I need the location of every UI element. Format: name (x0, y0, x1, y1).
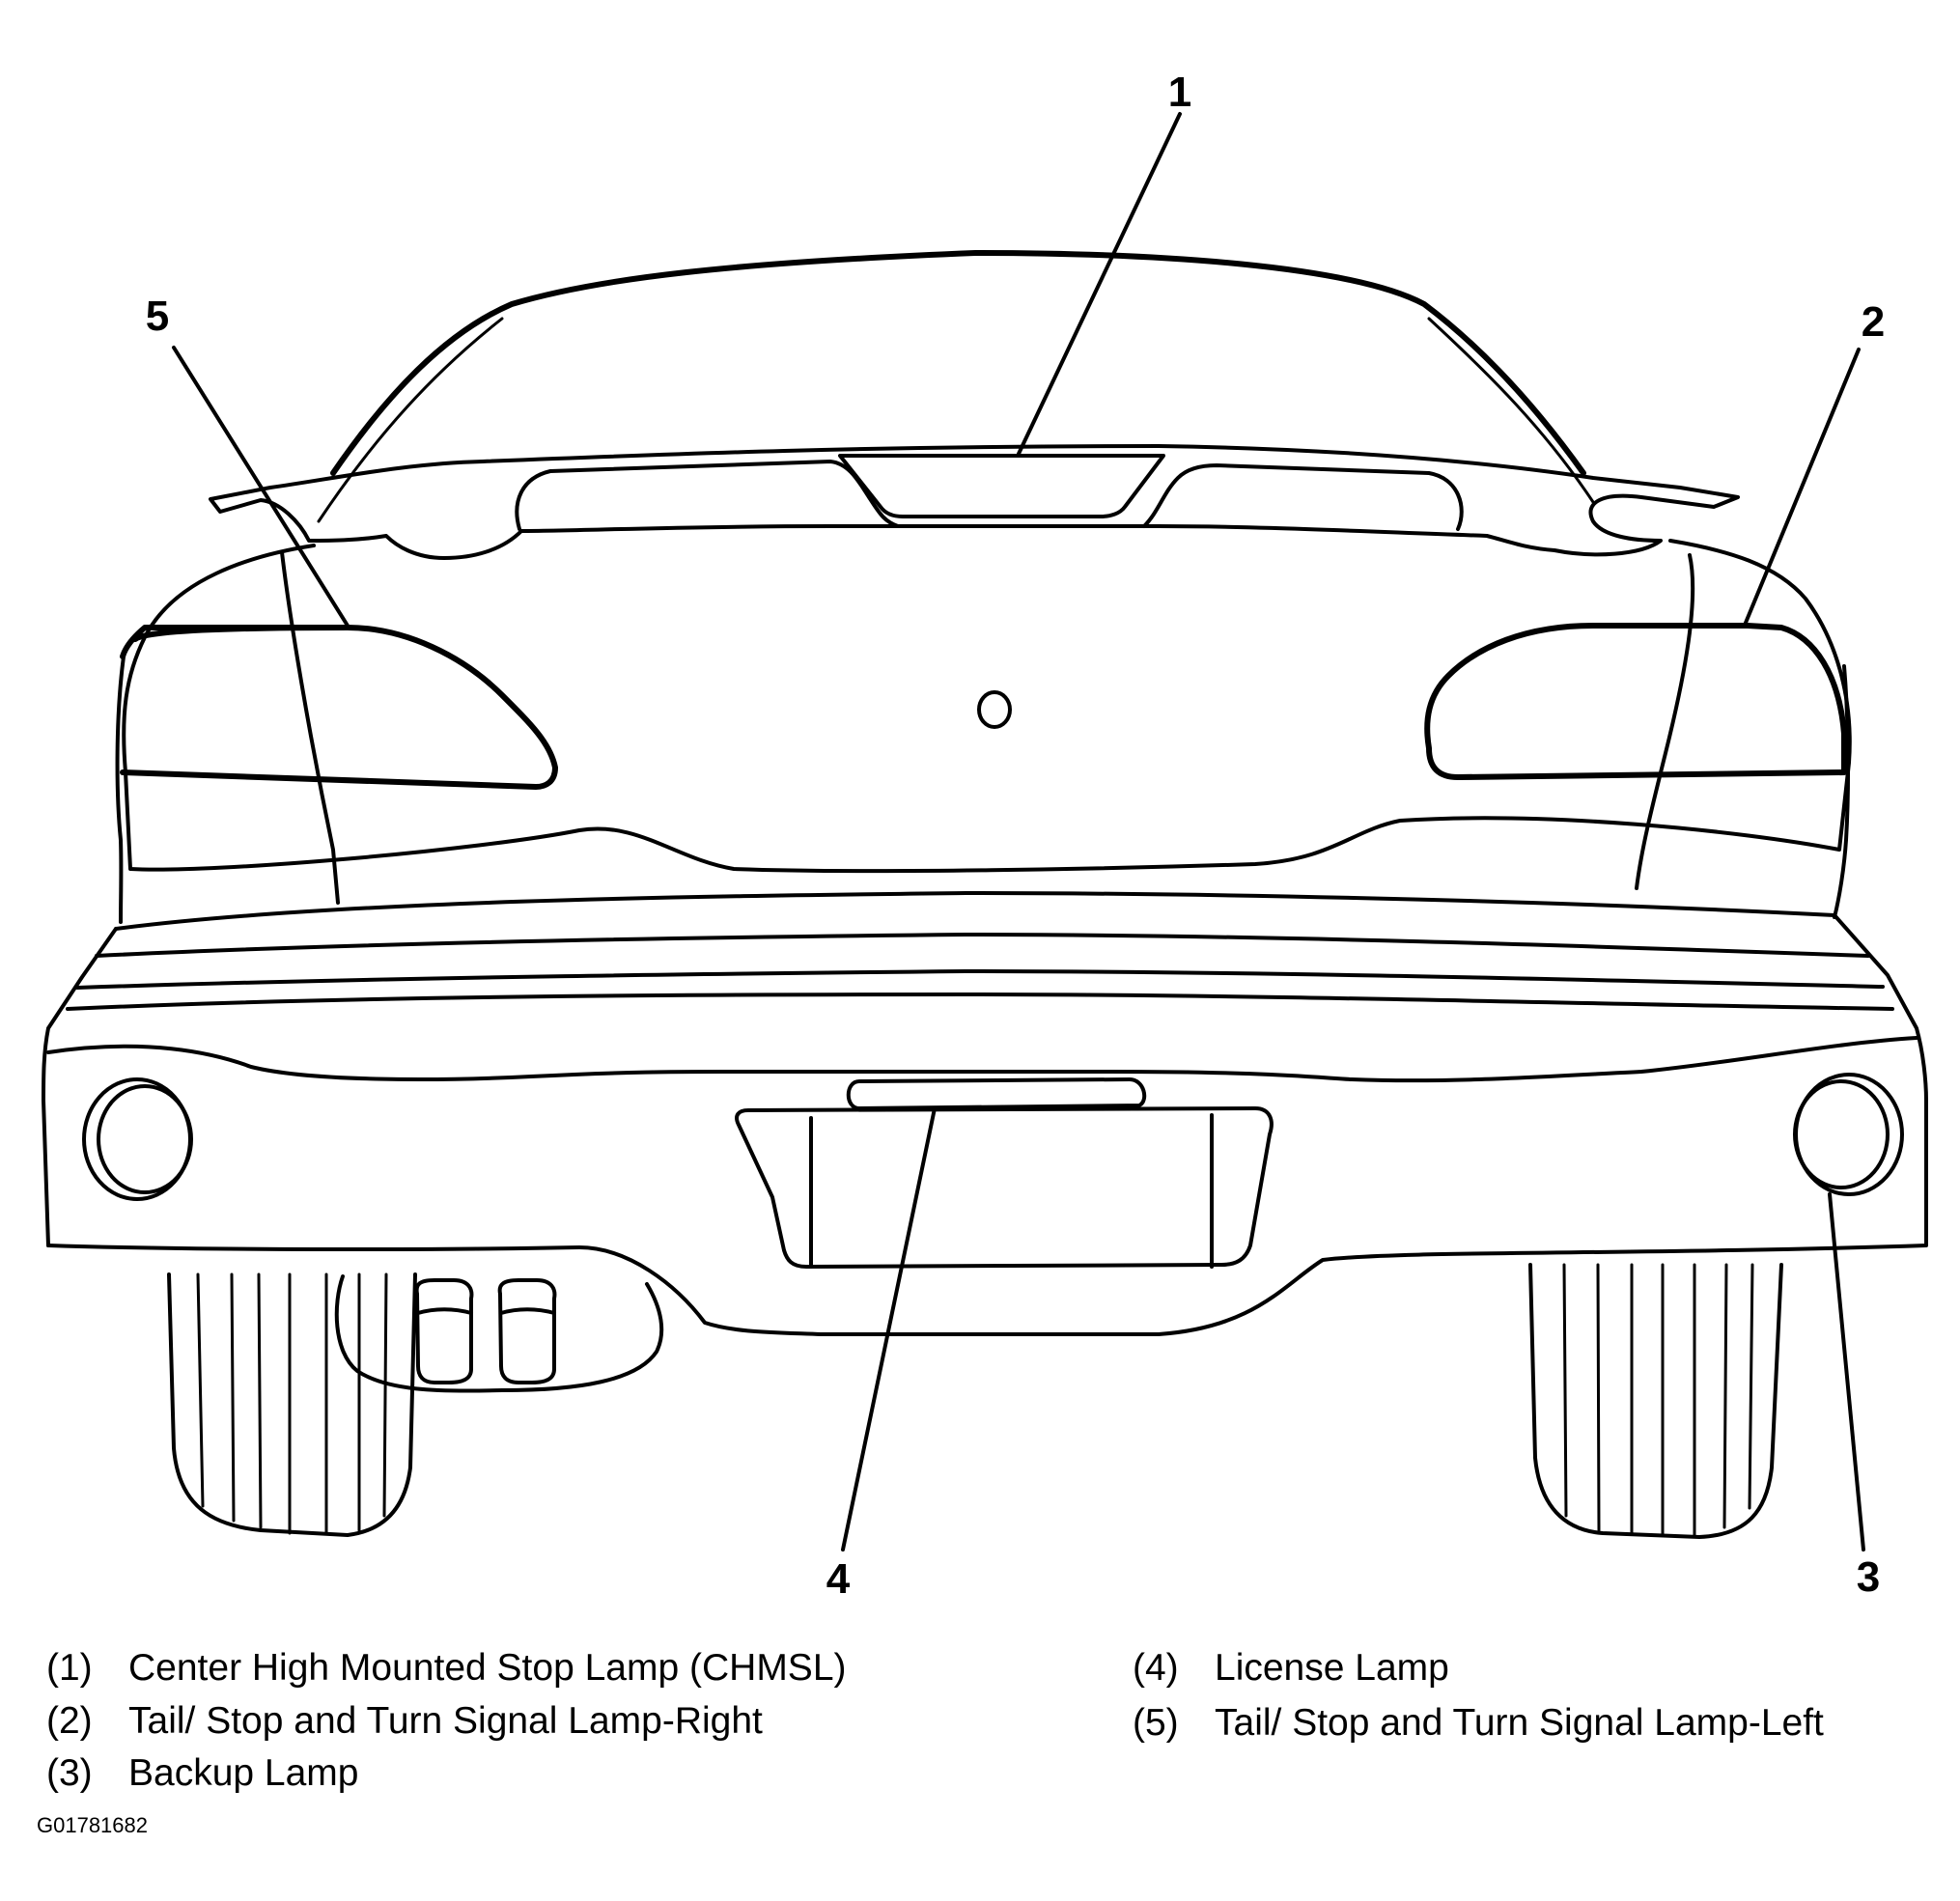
right-tail-lamp (1424, 623, 1847, 780)
bumper-left-edge (42, 927, 118, 1247)
exhaust-tip-left (414, 1278, 474, 1384)
figure-id: G01781682 (37, 1813, 148, 1837)
trunk-lid (122, 539, 1852, 874)
license-plate-recess (735, 1106, 1274, 1269)
legend-item-5: (5) Tail/ Stop and Turn Signal Lamp-Left (1133, 1704, 1824, 1742)
left-tire (167, 1272, 417, 1537)
legend-number: (1) (46, 1647, 93, 1689)
callout-5: 5 (146, 293, 169, 340)
callout-2: 2 (1862, 298, 1885, 346)
callout-1: 1 (1168, 69, 1191, 116)
left-tail-lamp (120, 625, 558, 790)
exhaust-heat-shield (334, 1274, 664, 1393)
legend-text: Center High Mounted Stop Lamp (CHMSL) (128, 1647, 847, 1689)
legend-number: (3) (46, 1752, 93, 1794)
legend-item-4: (4) License Lamp (1133, 1649, 1449, 1687)
bumper-stripe-3 (66, 992, 1894, 1011)
license-lamp (846, 1077, 1147, 1110)
trunk-lock (977, 690, 1012, 729)
legend-text: Tail/ Stop and Turn Signal Lamp-Left (1215, 1702, 1824, 1744)
leader-4 (841, 1106, 937, 1552)
roof-outline (330, 250, 1586, 476)
exhaust-tip-right (497, 1278, 557, 1384)
right-backup-lamp-inner (1793, 1079, 1890, 1189)
rear-window-inner (317, 317, 504, 523)
right-body-side (1833, 664, 1851, 919)
legend-number: (4) (1133, 1647, 1179, 1689)
legend-text: License Lamp (1215, 1647, 1449, 1689)
leader-5 (172, 346, 350, 628)
callout-4: 4 (826, 1555, 851, 1603)
bumper-contour (46, 1036, 1918, 1083)
legend-number: (2) (46, 1700, 93, 1742)
leader-2 (1744, 348, 1861, 625)
bumper-top (114, 891, 1928, 1103)
legend-item-3: (3) Backup Lamp (46, 1754, 358, 1792)
legend-number: (5) (1133, 1702, 1179, 1744)
right-tire (1528, 1263, 1783, 1539)
spoiler (209, 444, 1740, 560)
left-body-side (115, 655, 126, 924)
bumper-bottom (46, 1099, 1928, 1336)
legend-item-1: (1) Center High Mounted Stop Lamp (CHMSL) (46, 1649, 847, 1687)
chmsl-lamp (838, 454, 1165, 518)
leader-3 (1828, 1192, 1865, 1552)
legend-text: Backup Lamp (128, 1752, 359, 1794)
callout-3: 3 (1857, 1553, 1880, 1601)
bumper-stripe-1 (95, 933, 1870, 958)
spoiler-right-bump (1142, 463, 1464, 531)
legend-item-2: (2) Tail/ Stop and Turn Signal Lamp-Right (46, 1702, 763, 1740)
left-quarter-seam (280, 550, 340, 905)
leader-1 (1017, 112, 1182, 456)
left-tail-lamp-top (132, 625, 350, 642)
spoiler-left-bump (515, 460, 900, 531)
bumper-stripe-2 (75, 969, 1885, 990)
right-quarter-seam (1635, 553, 1695, 890)
legend-text: Tail/ Stop and Turn Signal Lamp-Right (128, 1700, 763, 1742)
left-backup-lamp-inner (97, 1084, 193, 1194)
